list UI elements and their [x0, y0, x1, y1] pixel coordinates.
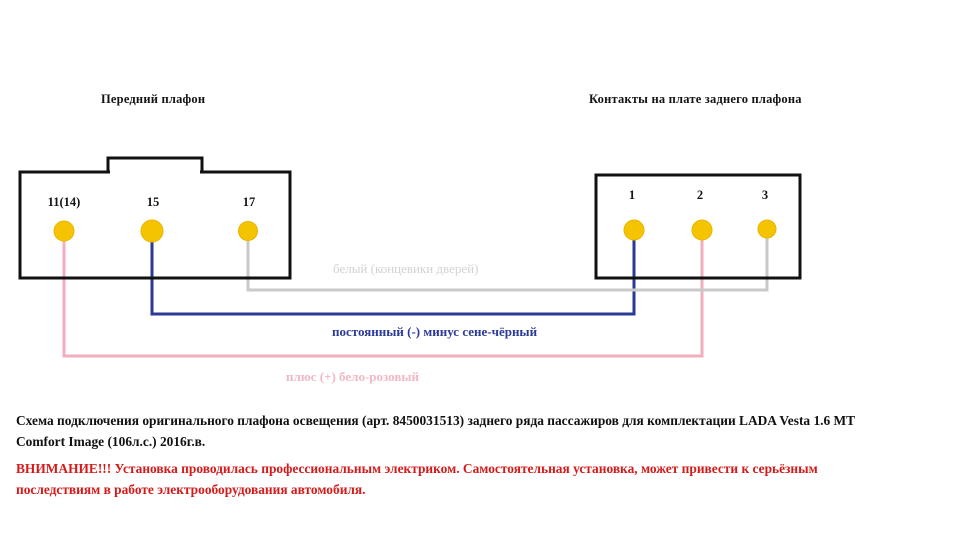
pin-dot-front-3[interactable]	[238, 221, 258, 241]
pin-label-front-3: 17	[242, 195, 256, 209]
wire-label-blue: постоянный (-) минус сене-чёрный	[332, 324, 538, 339]
wire-label-white: белый (концевики дверей)	[333, 261, 479, 276]
warning-line-1: ВНИМАНИЕ!!! Установка проводилась профес…	[16, 461, 818, 476]
caption-line-2: Comfort Image (106л.с.) 2016г.в.	[16, 434, 206, 449]
front-dome-title: Передний плафон	[101, 92, 206, 106]
rear-board-title: Контакты на плате заднего плафона	[589, 92, 802, 106]
pin-dot-rear-2[interactable]	[691, 219, 713, 241]
diagram-caption: Схема подключения оригинального плафона …	[16, 410, 946, 452]
rear-board-body	[594, 173, 802, 280]
wire-path-blue	[150, 232, 636, 316]
wire-label-pink: плюс (+) бело-розовый	[286, 369, 419, 384]
pin-label-rear-2: 2	[696, 188, 704, 202]
pin-label-rear-3: 3	[761, 188, 769, 202]
caption-line-1: Схема подключения оригинального плафона …	[16, 413, 856, 428]
pin-dot-rear-1[interactable]	[623, 219, 645, 241]
pin-dot-rear-3[interactable]	[757, 219, 777, 239]
wire-path-white	[246, 232, 769, 292]
pin-dot-front-1[interactable]	[53, 220, 75, 242]
warning-line-2: последствиям в работе электрооборудовани…	[16, 482, 366, 497]
safety-warning: ВНИМАНИЕ!!! Установка проводилась профес…	[16, 458, 946, 500]
wire-path-pink	[62, 232, 704, 358]
pin-label-front-2: 15	[146, 195, 160, 209]
front-dome-latch-tab	[106, 156, 204, 172]
pin-dot-front-2[interactable]	[140, 219, 164, 243]
pin-label-rear-1: 1	[628, 188, 636, 202]
pin-label-front-1: 11(14)	[47, 195, 81, 209]
